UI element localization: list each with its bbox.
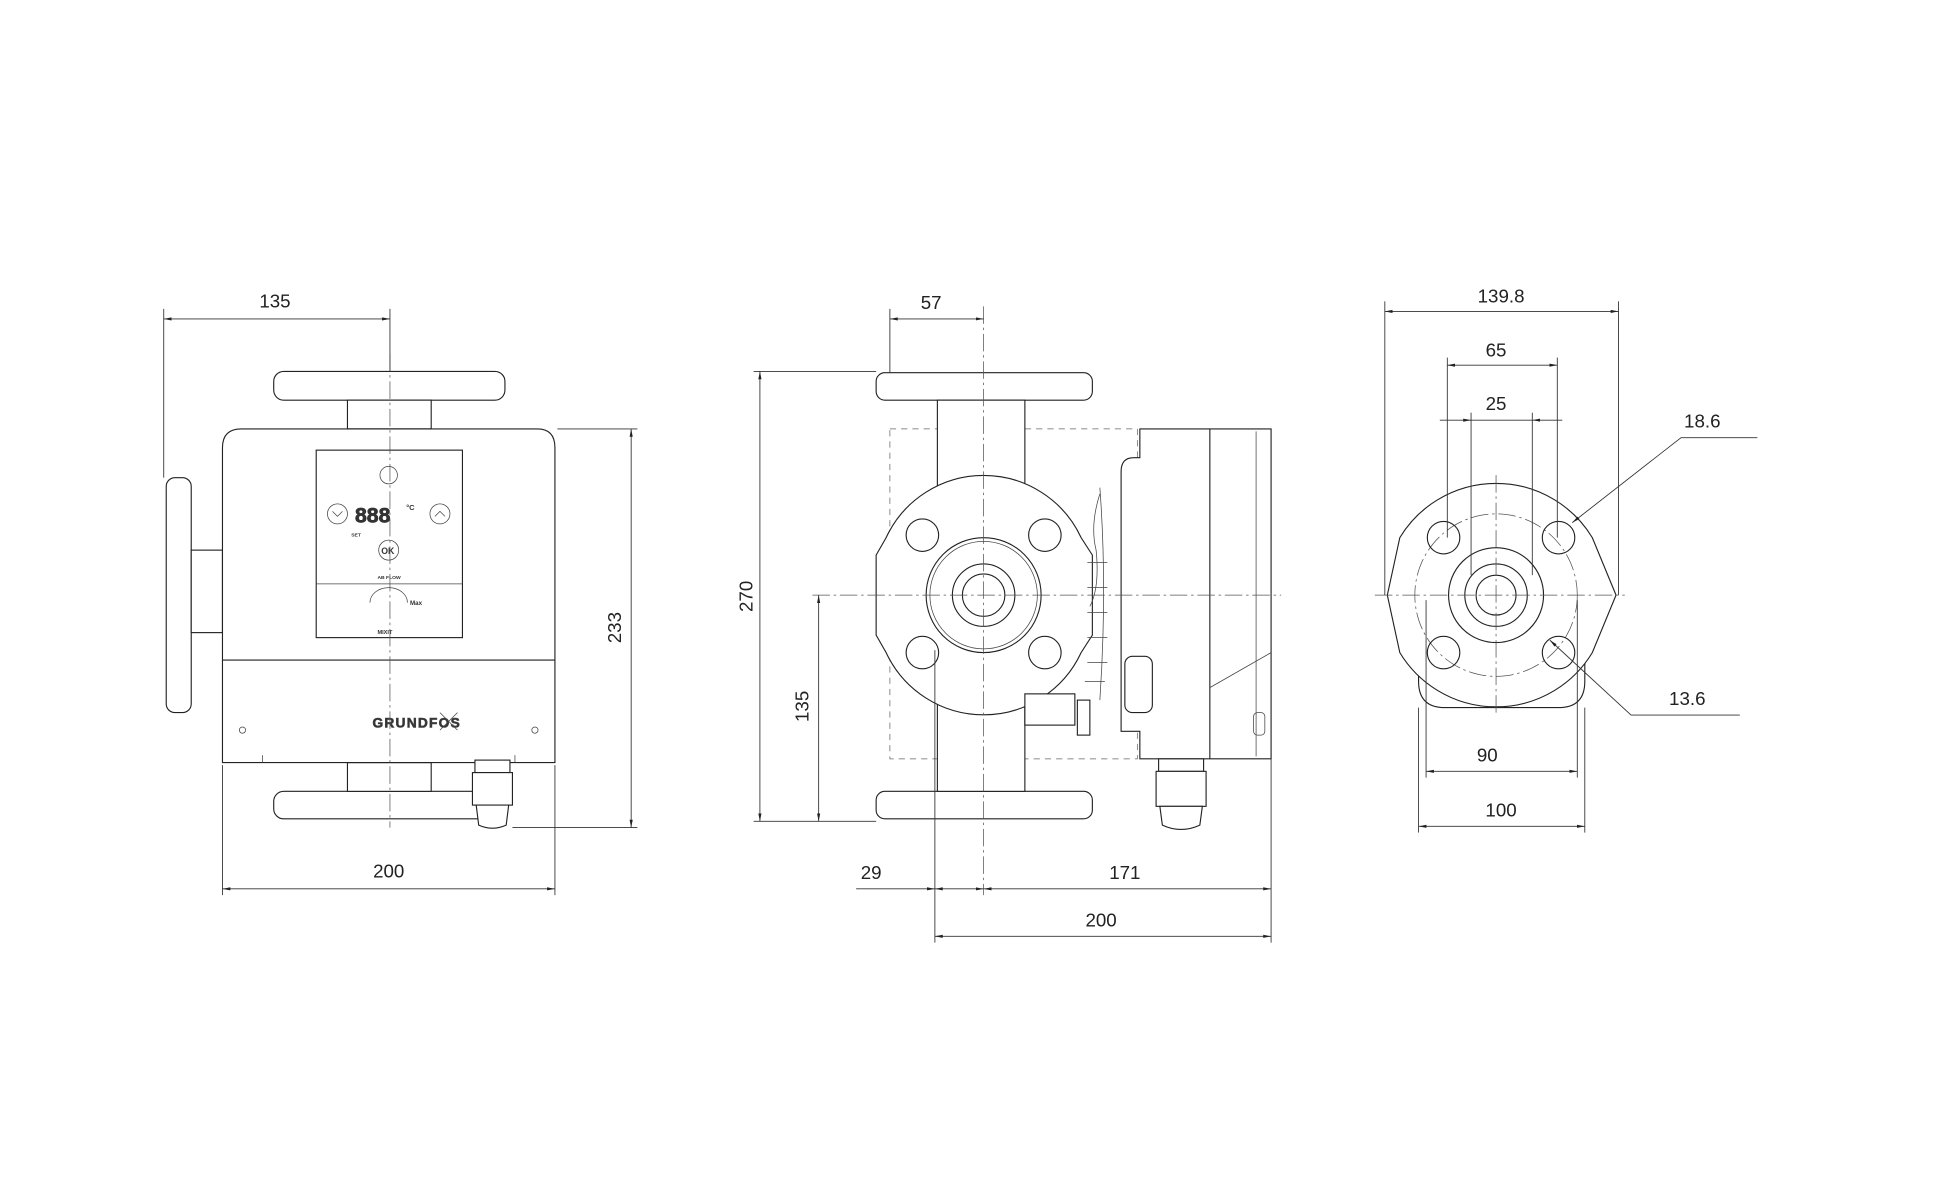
- side-view: 57 270 135 29 171 200: [735, 292, 1282, 943]
- set-label: SET: [351, 532, 361, 538]
- ok-button[interactable]: [378, 539, 400, 561]
- brand-x-icon: [439, 712, 458, 731]
- speed-arc-icon: [369, 587, 408, 603]
- dim-base-width: 100: [1485, 799, 1516, 820]
- dim-center-height: 135: [792, 691, 813, 722]
- dim-bolt-circle: 65: [1486, 339, 1507, 360]
- top-neck: [346, 399, 432, 430]
- brand-logo: GRUNDFOS: [372, 716, 461, 731]
- dim-left-offset: 29: [861, 862, 882, 883]
- bolt-hole: [905, 518, 940, 552]
- connector-box: [1024, 693, 1076, 726]
- mode-label: MIXIT: [377, 630, 393, 636]
- unit-label: °C: [406, 503, 415, 512]
- ok-label: OK: [381, 546, 395, 556]
- dim-bolt-hole-small: 13.6: [1669, 688, 1705, 709]
- control-panel: 888 °C SET OK AB FLOW Max MIXIT: [315, 449, 464, 639]
- max-label: Max: [410, 600, 423, 607]
- up-button[interactable]: [429, 503, 451, 525]
- dim-total-length: 200: [1085, 909, 1116, 930]
- wifi-button-icon[interactable]: [379, 466, 398, 485]
- dim-top-width: 135: [259, 291, 290, 312]
- dim-flange-offset: 57: [921, 292, 942, 313]
- dim-bolt-hole-large: 18.6: [1684, 411, 1720, 432]
- screw-icon: [531, 726, 539, 734]
- bolt-hole: [1541, 520, 1576, 555]
- top-flange: [273, 370, 506, 401]
- bolt-hole: [1028, 518, 1062, 552]
- bolt-hole: [905, 635, 940, 670]
- bottom-flange: [875, 790, 1093, 820]
- dim-height: 270: [735, 581, 756, 612]
- bottom-neck: [346, 762, 432, 792]
- dim-inner-width: 90: [1477, 744, 1498, 765]
- down-button[interactable]: [327, 503, 348, 525]
- dim-bore: 25: [1486, 393, 1507, 414]
- dim-bottom-width: 200: [373, 861, 404, 882]
- dim-height: 233: [604, 612, 625, 643]
- flow-label: AB FLOW: [377, 575, 401, 581]
- motor-box: [1120, 428, 1272, 760]
- bolt-hole: [1426, 635, 1461, 670]
- segment-display: 888: [355, 504, 391, 528]
- bolt-hole: [1426, 520, 1461, 555]
- screw-icon: [238, 726, 246, 734]
- side-neck: [190, 549, 224, 634]
- dim-outer-width: 139.8: [1478, 286, 1525, 307]
- side-flange: [165, 477, 192, 714]
- bottom-flange: [273, 790, 506, 820]
- bolt-hole: [1541, 635, 1576, 670]
- front-view: GRUNDFOS 888 °C SET OK AB FLOW Max MIXIT: [163, 291, 638, 896]
- plug: [1076, 699, 1091, 736]
- flange-view: 139.8 65 25 18.6 13.6 90 100: [1374, 286, 1758, 833]
- cable-gland: [471, 759, 513, 829]
- bolt-hole: [1028, 635, 1062, 670]
- top-flange: [875, 372, 1093, 401]
- cable-coil: [1089, 487, 1104, 701]
- dim-right-length: 171: [1109, 862, 1140, 883]
- cable-gland: [1155, 758, 1207, 831]
- panel-frame: [315, 449, 464, 639]
